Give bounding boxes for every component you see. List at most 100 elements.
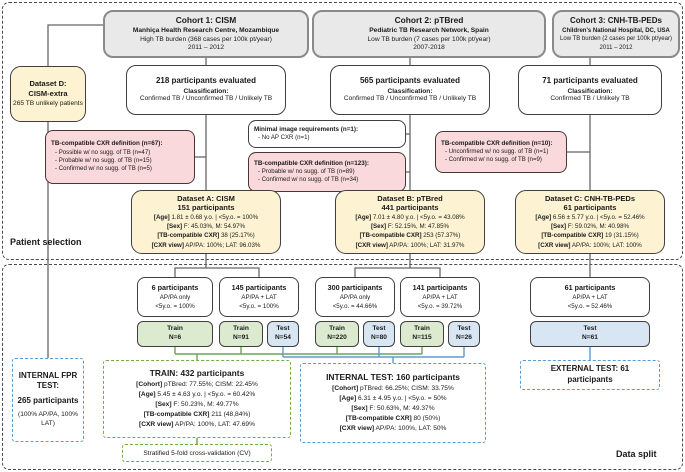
cohort-2-box: Cohort 2: pTBred Pediatric TB Research N… [312, 10, 546, 58]
dataset-d-name-1: Dataset D: [29, 79, 67, 89]
test-n54-box: Test N=54 [267, 321, 299, 347]
dataset-a-cxr: [TB-compatible CXR] 38 (25.17%) [157, 232, 255, 240]
assign-word: Test [276, 325, 290, 333]
split-title: 6 participants [151, 283, 199, 293]
dataset-d-name-2: CISM-extra [28, 88, 68, 98]
train-age: [Age] 5.45 ± 4.63 y.o. | <5y.o. = 60.42% [138, 391, 256, 399]
cohort-3-title: Cohort 3: CNH-TB-PEDs [570, 16, 662, 26]
dataset-b-title: Dataset B: pTBred [377, 194, 443, 204]
cohort-3-box: Cohort 3: CNH-TB-PEDs Children's Nationa… [552, 10, 680, 58]
dataset-b-count: 441 participants [381, 203, 439, 213]
exclusion-cnh-box: TB-compatible CXR definition (n=10): - U… [435, 131, 567, 173]
assign-word: Test [372, 325, 386, 333]
assign-n: N=220 [327, 334, 347, 341]
exclusion-ptbred-title: TB-compatible CXR definition (n=123): [254, 159, 369, 167]
evaluated-1-box: 218 participants evaluated Classificatio… [126, 65, 286, 115]
internal-test-cxr: [TB-compatible CXR] 80 (50%) [345, 414, 441, 422]
assign-word: Test [583, 325, 597, 333]
cohort-1-years: 2011 – 2012 [187, 44, 225, 52]
dataset-b-cxr: [TB-compatible CXR] 253 (57.37%) [359, 232, 461, 240]
internal-test-title: INTERNAL TEST: 160 participants [326, 372, 460, 383]
cohort-2-site: Pediatric TB Research Network, Spain [369, 26, 489, 34]
assign-word: Train [329, 325, 345, 333]
exclusion-item: - Confirmed w/ no sugg. of TB (n=5) [55, 165, 152, 173]
cross-validation-box: Stratified 5-fold cross-validation (CV) [122, 444, 272, 462]
train-sex: [Sex] F: 50.23%, M: 49.77% [155, 401, 239, 409]
dataset-a-title: Dataset A: CISM [177, 194, 235, 204]
exclusion-cism-box: TB-compatible CXR definition (n=67): - P… [45, 130, 195, 184]
exclusion-cism-title: TB-compatible CXR definition (n=67): [51, 140, 163, 148]
assign-n: N=115 [412, 334, 432, 341]
split-view: AP/PA + LAT [422, 294, 458, 302]
exclusion-ptbred-box: TB-compatible CXR definition (n=123): - … [248, 152, 406, 192]
assign-word: Train [167, 325, 183, 333]
patient-selection-region [2, 2, 683, 260]
split-ptbred-lat-box: 141 participants AP/PA + LAT <5y.o. = 39… [400, 277, 480, 317]
split-age: <5y.o. = 39.72% [417, 302, 463, 310]
evaluated-1-class-label: Classification: [183, 88, 229, 96]
assign-n: N=61 [582, 334, 598, 341]
cross-validation-label: Stratified 5-fold cross-validation (CV) [143, 449, 251, 457]
train-cohort: [Cohort] pTBred: 77.55%; CISM: 22.45% [136, 381, 258, 389]
dataset-d-desc: 265 TB unlikely patients [13, 100, 83, 108]
dataset-b-sex: [Sex] F: 52.15%, M: 47.85% [370, 223, 450, 231]
assign-n: N=54 [275, 334, 291, 341]
data-split-label: Data split [616, 449, 657, 459]
evaluated-3-class-label: Classification: [567, 88, 613, 96]
train-n220-box: Train N=220 [315, 321, 359, 347]
dataset-b-box: Dataset B: pTBred 441 participants [Age]… [335, 190, 485, 254]
split-age: <5y.o. = 52.46% [567, 302, 613, 310]
evaluated-3-classes: Confirmed TB / Unlikely TB [550, 95, 630, 103]
external-test-label: EXTERNAL TEST: 61 participants [550, 364, 630, 384]
test-n61-box: Test N=61 [530, 321, 650, 347]
exclusion-item: - Unconfirmed w/ no sugg. of TB (n=1) [445, 148, 549, 156]
dataset-a-sex: [Sex] F: 45.03%, M: 54.97% [166, 223, 246, 231]
dataset-c-age: [Age] 6.56 ± 5.77 y.o. | <5y.o. = 52.46% [535, 213, 645, 221]
internal-fpr-test-title: INTERNAL FPR TEST: [18, 371, 78, 391]
internal-test-sex: [Sex] F: 50.63%, M: 49.37% [351, 405, 435, 413]
cohort-3-years: 2011 – 2012 [599, 44, 633, 51]
internal-fpr-test-box: INTERNAL FPR TEST: 265 participants (100… [12, 358, 84, 442]
minimal-image-requirements-title: Minimal image requirements (n=1): [254, 125, 359, 133]
exclusion-item: - Probable w/ no sugg. of TB (n=89) [258, 168, 355, 176]
exclusion-item: - Confirmed w/ no sugg. of TB (n=9) [445, 156, 542, 164]
cohort-1-site: Manhiça Health Research Centre, Mozambiq… [132, 26, 280, 34]
split-cnh-box: 61 participants AP/PA + LAT <5y.o. = 52.… [530, 277, 650, 317]
train-n91-box: Train N=91 [219, 321, 263, 347]
dataset-c-count: 61 participants [563, 203, 617, 213]
train-summary-box: TRAIN: 432 participants [Cohort] pTBred:… [103, 360, 291, 438]
assign-n: N=26 [456, 334, 472, 341]
split-title: 61 participants [564, 283, 616, 293]
internal-fpr-test-note: (100% AP/PA, 100% LAT) [18, 411, 78, 427]
dataset-a-count: 151 participants [177, 203, 235, 213]
cohort-1-burden: High TB burden (368 cases per 100k pt/ye… [140, 35, 272, 43]
external-test-box: EXTERNAL TEST: 61 participants [520, 360, 660, 390]
dataset-a-box: Dataset A: CISM 151 participants [Age] 1… [131, 190, 281, 254]
dataset-a-view: [CXR view] AP/PA: 100%; LAT: 96.03% [151, 241, 261, 249]
split-ptbred-appa-box: 300 participants AP/PA only <5y.o. = 44.… [315, 277, 395, 317]
cohort-3-burden: Low TB burden (2 cases per 100k pt/year) [560, 36, 672, 43]
test-n80-box: Test N=80 [363, 321, 395, 347]
internal-test-view: [CXR view] AP/PA: 100%, LAT: 50% [339, 424, 447, 432]
test-n26-box: Test N=26 [448, 321, 480, 347]
assign-n: N=91 [233, 334, 249, 341]
internal-test-age: [Age] 6.31 ± 4.95 y.o. | <5y.o. = 50% [339, 395, 447, 403]
train-n115-box: Train N=115 [400, 321, 444, 347]
exclusion-cnh-title: TB-compatible CXR definition (n=10): [441, 139, 553, 147]
train-n6-box: Train N=6 [137, 321, 213, 347]
dataset-d-box: Dataset D: CISM-extra 265 TB unlikely pa… [10, 66, 86, 122]
split-title: 300 participants [327, 283, 383, 293]
cohort-2-title: Cohort 2: pTBred [394, 14, 464, 25]
dataset-b-view: [CXR view] AP/PA: 100%; LAT: 31.97% [355, 241, 465, 249]
internal-fpr-test-count: 265 participants [17, 396, 79, 406]
cohort-2-years: 2007-2018 [413, 44, 445, 52]
assign-word: Train [233, 325, 249, 333]
assign-word: Train [414, 325, 430, 333]
cohort-1-title: Cohort 1: CISM [175, 14, 237, 25]
exclusion-item: - No AP CXR (n=1) [258, 134, 310, 142]
dataset-c-box: Dataset C: CNH-TB-PEDs 61 participants [… [515, 190, 665, 254]
dataset-c-view: [CXR view] AP/PA: 100%; LAT: 100% [538, 241, 642, 249]
split-cism-appa-box: 6 participants AP/PA only <5y.o. = 100% [137, 277, 213, 317]
internal-test-box: INTERNAL TEST: 160 participants [Cohort]… [300, 363, 486, 443]
